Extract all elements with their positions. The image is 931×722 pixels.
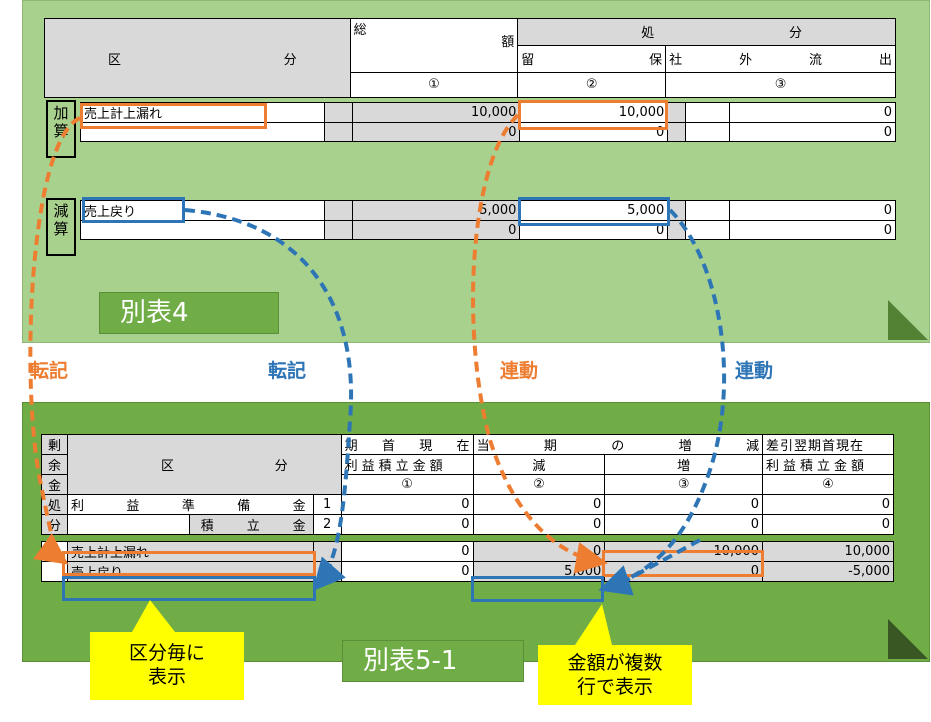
rendo-orange-label: 連動 (500, 360, 539, 382)
tenki-blue-label: 転記 (268, 360, 307, 382)
row1-c3: 0 (604, 494, 763, 515)
beppyo4-tag: 別表4 (99, 292, 279, 334)
row3-number (312, 541, 342, 562)
gensan-row2-shagai: 0 (729, 220, 896, 240)
row3-c1: 0 (340, 541, 474, 562)
callout-kubun-goto: 区分毎に 表示 (90, 632, 244, 700)
row2-c3: 0 (604, 514, 763, 535)
row2-c2: 0 (472, 514, 606, 535)
b-kubun-header: 区分 (66, 434, 342, 495)
kishu-header-line1: 期首現在 (340, 434, 474, 455)
kasan-row1-shagai: 0 (729, 102, 896, 123)
kasan-row1-total: 10,000 (351, 102, 521, 123)
gensan-row1-total: 5,000 (351, 200, 521, 221)
kasan-row1-gap (667, 102, 687, 123)
gensan-row1-blank (685, 200, 731, 221)
side-char-4: 処 (41, 494, 68, 515)
sashihiki-header-line2: 利益積立金額 (761, 454, 895, 475)
highlight-ryuho-10000 (518, 100, 668, 130)
side-char-5: 分 (41, 514, 68, 535)
callout-kingaku-fukusu: 金額が複数 行で表示 (538, 645, 692, 705)
ryuho-header: 留保 (517, 44, 667, 73)
b-col1-number: ① (340, 474, 474, 495)
row2-number: 2 (312, 514, 342, 535)
col2-number: ② (517, 71, 667, 99)
kasan-row1-blank (685, 102, 731, 123)
col1-number: ① (349, 71, 519, 99)
row1-c2: 0 (472, 494, 606, 515)
row3-c2: 0 (472, 541, 606, 562)
rendo-blue-label: 連動 (735, 360, 774, 382)
beppyo4-header-table: 区分 総額 処分 留保 社外流出 ① ② ③ (44, 18, 896, 99)
highlight-uriage-keijo-more-bottom (62, 551, 316, 576)
row4-number (312, 561, 342, 582)
page-fold-top (888, 300, 928, 340)
side-char-3: 金 (41, 474, 68, 495)
beppyo5-1-tag: 別表5-1 (342, 640, 524, 682)
gensan-row2-total: 0 (351, 220, 521, 240)
gensan-row1-spacer (323, 200, 353, 221)
page-fold-bottom (888, 619, 928, 659)
touki-zougen-header: 当期の増減 (472, 434, 763, 455)
gensan-row2-gap (667, 220, 687, 240)
highlight-ryuho-5000 (518, 197, 670, 226)
side-char-1: 剰 (41, 434, 68, 455)
gensan-row2-spacer (323, 220, 353, 240)
kasan-row2-blank (685, 122, 731, 142)
b-col3-number: ③ (604, 474, 763, 495)
row4-c1: 0 (340, 561, 474, 582)
row2-c1: 0 (340, 514, 474, 535)
kasan-row2-spacer (323, 122, 353, 142)
kishu-header-line2: 利益積立金額 (340, 454, 474, 475)
kubun-header: 区分 (44, 18, 351, 98)
tenki-orange-label: 転記 (30, 360, 69, 382)
gensan-row1-shagai: 0 (729, 200, 896, 221)
kasan-label: 加算 (46, 100, 76, 158)
gensan-row2-name (80, 220, 325, 240)
rieki-junbikin-name: 利益準備金 (66, 494, 314, 515)
row3-c4: 10,000 (761, 541, 895, 562)
row1-number: 1 (312, 494, 342, 515)
row1-c1: 0 (340, 494, 474, 515)
sogaku-header: 総額 (349, 18, 519, 73)
shobun-header: 処分 (517, 18, 896, 46)
col3-number: ③ (665, 71, 896, 99)
highlight-gen-5000 (471, 576, 604, 602)
gensan-table: 売上戻り 5,000 5,000 0 0 0 0 (80, 200, 896, 240)
highlight-uriage-modori-bottom (62, 576, 316, 601)
gensan-label: 減算 (46, 198, 76, 256)
tsumitatekin-blank (66, 514, 190, 535)
b-col4-number: ④ (761, 474, 895, 495)
gen-header: 減 (472, 454, 606, 475)
row4-checkbox[interactable] (41, 561, 68, 582)
kasan-row1-name: 売上計上漏れ (80, 102, 325, 123)
row1-c4: 0 (761, 494, 895, 515)
b-col2-number: ② (472, 474, 606, 495)
gensan-row2-blank (685, 220, 731, 240)
row2-c4: 0 (761, 514, 895, 535)
row4-c4: -5,000 (761, 561, 895, 582)
highlight-uriage-keijo-more-top (80, 103, 267, 129)
side-char-2: 余 (41, 454, 68, 475)
kasan-row2-shagai: 0 (729, 122, 896, 142)
kasan-row2-total: 0 (351, 122, 521, 142)
row-separator (42, 535, 894, 542)
tsumitatekin-name: 積立金 (188, 514, 314, 535)
highlight-zou-10000 (602, 550, 764, 577)
highlight-uriage-modori-top (82, 197, 185, 223)
kasan-row2-gap (667, 122, 687, 142)
shagai-ryushutsu-header: 社外流出 (665, 44, 896, 73)
kasan-row1-spacer (323, 102, 353, 123)
sashihiki-header-line1: 差引翌期首現在 (761, 434, 895, 455)
zou-header: 増 (604, 454, 763, 475)
gensan-row1-gap (667, 200, 687, 221)
